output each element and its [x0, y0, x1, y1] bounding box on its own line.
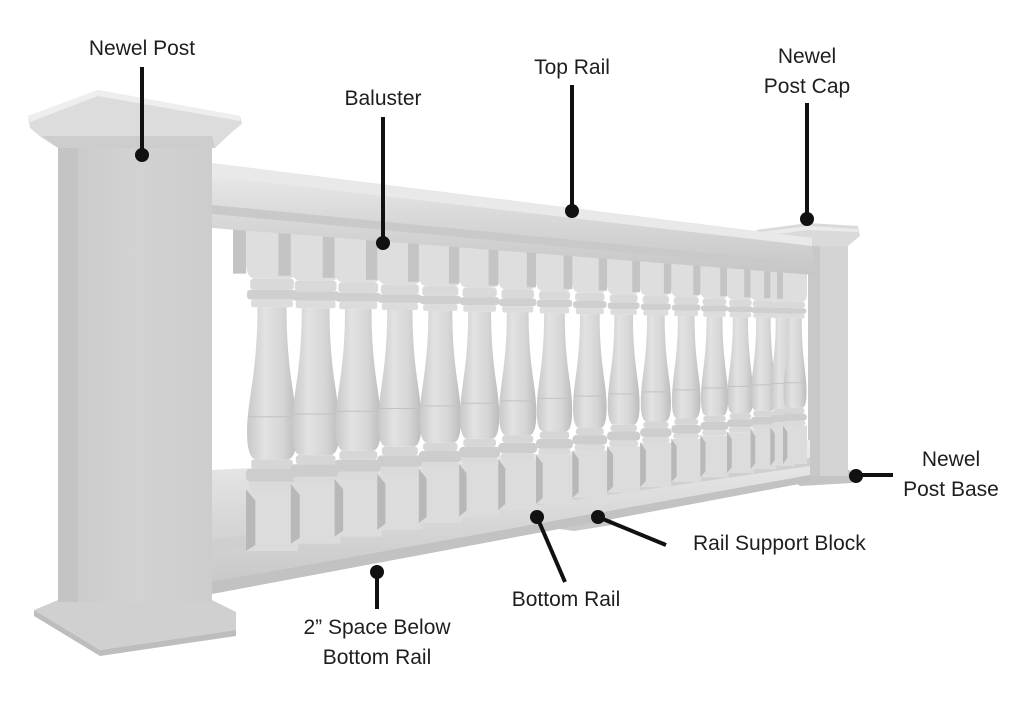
callout-dot — [376, 236, 390, 250]
baluster — [278, 231, 341, 544]
baluster — [448, 245, 501, 517]
baluster — [777, 272, 807, 464]
callout-dot — [370, 565, 384, 579]
callout-newel-post — [135, 67, 149, 162]
callout-dot — [565, 204, 579, 218]
callout-newel-post-cap — [800, 103, 814, 226]
baluster — [322, 235, 382, 537]
baluster — [632, 260, 672, 488]
label-top-rail: Top Rail — [534, 56, 610, 79]
baluster-row — [233, 228, 807, 551]
callout-bottom-rail — [530, 510, 567, 583]
baluster — [598, 257, 641, 493]
callout-dot — [849, 469, 863, 483]
callout-rail-support-block — [591, 510, 667, 547]
callout-dot — [135, 148, 149, 162]
label-space-below-bottom-rail: 2” Space Below Bottom Rail — [303, 616, 451, 669]
callout-space-below-bottom-rail — [370, 565, 384, 609]
label-newel-post-cap: Newel Post Cap — [763, 45, 851, 98]
label-baluster: Baluster — [344, 87, 422, 110]
baluster — [663, 262, 702, 483]
callout-baluster — [376, 117, 390, 250]
callout-dot — [591, 510, 605, 524]
label-newel-post-base: Newel Post Base — [903, 448, 999, 501]
callout-newel-post-base — [849, 469, 893, 483]
baluster — [693, 265, 729, 478]
left-newel-post-shaft — [58, 140, 212, 602]
left-newel-post-base — [34, 600, 236, 650]
left-newel-post — [28, 90, 242, 656]
baluster — [408, 242, 462, 523]
top-rail — [212, 163, 814, 275]
label-newel-post: Newel Post — [88, 37, 196, 60]
callout-top-rail — [565, 85, 579, 218]
left-newel-post-cap — [28, 90, 242, 148]
right-newel-post — [756, 223, 860, 486]
callout-dot — [800, 212, 814, 226]
baluster — [563, 254, 608, 499]
label-bottom-rail: Bottom Rail — [511, 588, 621, 611]
label-rail-support-block: Rail Support Block — [693, 532, 866, 555]
callout-dot — [530, 510, 544, 524]
